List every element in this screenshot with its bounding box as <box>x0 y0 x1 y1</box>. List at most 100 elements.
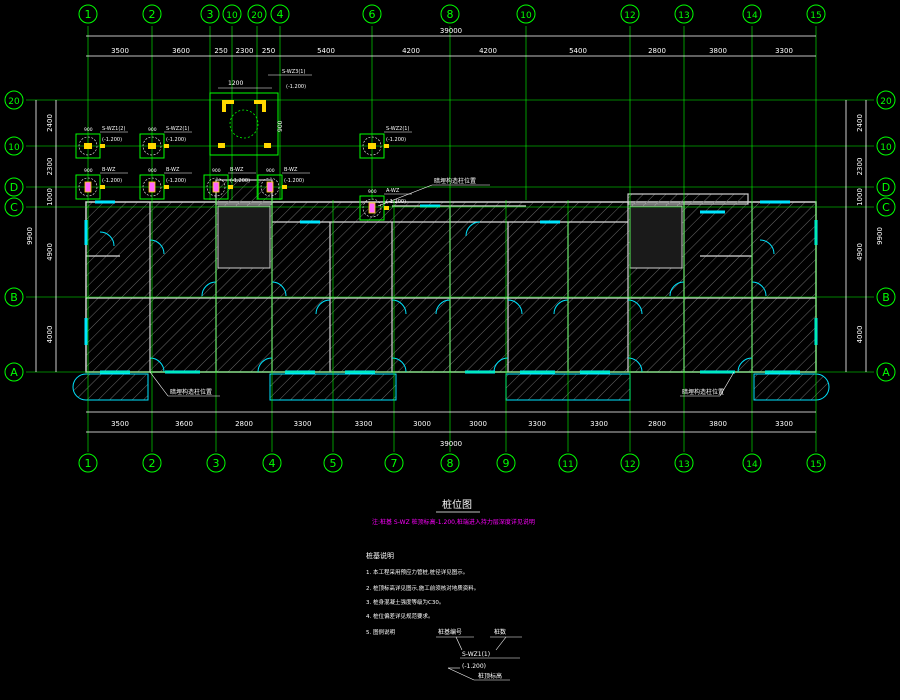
top-dim-7: 4200 <box>479 47 497 55</box>
axis-bubble-top-9-circle <box>620 4 640 24</box>
axis-bubble-top-5-label: 4 <box>277 8 284 21</box>
callout-bottom-right: 暗埋构造柱位置 <box>682 388 724 396</box>
axis-bubble-bottom-0-label: 1 <box>85 457 92 470</box>
axis-bubble-bottom-4-circle <box>323 453 343 473</box>
axis-bubble-top-0-label: 1 <box>85 8 92 21</box>
footing-size-6: 900 <box>212 168 221 174</box>
axis-bubble-bottom-6-label: 8 <box>447 457 454 470</box>
footing-elev-extra: (-1.200) <box>386 137 406 143</box>
note-5: 5. 图例说明 <box>366 628 395 636</box>
elevator-pit: 1200 900 <box>209 80 284 156</box>
axis-bubble-top-12-circle <box>806 4 826 24</box>
bottom-dim-1: 3600 <box>175 420 193 428</box>
axis-bubble-top-11-label: 14 <box>746 11 758 21</box>
bottom-dim-3: 3300 <box>294 420 312 428</box>
bottom-total-dim: 39000 <box>440 440 462 448</box>
footing-core-extra <box>368 143 376 149</box>
footing-size-4: 900 <box>84 168 93 174</box>
footing-circle-1 <box>142 136 162 156</box>
pit-dim: 900 <box>277 120 284 132</box>
footing-core-8 <box>368 202 376 214</box>
footing-elev-4: (-1.200) <box>102 178 122 184</box>
axis-bubble-right-3-label: C <box>882 201 890 214</box>
legend-label-2: 桩数 <box>494 628 506 636</box>
left-dim-3: 4900 <box>46 243 54 261</box>
footing-code-2: S-WZ3(1) <box>282 69 305 75</box>
axis-bubble-right-0-circle <box>876 90 896 110</box>
left-dim-1: 2300 <box>46 158 54 176</box>
axis-bubble-right-4-label: B <box>882 291 890 304</box>
left-dim-4: 4000 <box>46 326 54 344</box>
legend: 桩基编号 桩数 S-WZ1(1) (-1.200) 桩顶标高 <box>436 628 522 681</box>
footing-tag-8 <box>384 206 389 210</box>
footing-elev-0: (-1.200) <box>102 137 122 143</box>
footing-circle-0 <box>78 136 98 156</box>
top-total-dim: 39000 <box>440 27 462 35</box>
footing-size-7: 900 <box>266 168 275 174</box>
axis-bubble-left-2-circle <box>4 177 24 197</box>
footing-elev-2: (-1.200) <box>286 84 306 90</box>
footing-circle-5 <box>142 177 162 197</box>
footing-tag-6 <box>228 185 233 189</box>
axis-bubble-top-1-circle <box>142 4 162 24</box>
axis-bubble-top-10-label: 13 <box>678 11 689 21</box>
right-dim-2: 1000 <box>856 188 864 206</box>
legend-label-1: 桩基编号 <box>438 628 462 636</box>
axis-bubble-top-1-label: 2 <box>149 8 156 21</box>
top-dim-4: 250 <box>262 47 275 55</box>
top-dim-9: 2800 <box>648 47 666 55</box>
axis-bubble-left-4-circle <box>4 287 24 307</box>
top-dim-10: 3800 <box>709 47 727 55</box>
footing-elev-7: (-1.200) <box>284 178 304 184</box>
footing-core-6 <box>212 181 220 193</box>
right-dim-4: 4000 <box>856 326 864 344</box>
footing-code-4: B-WZ <box>102 167 116 173</box>
axis-bubble-bottom-9-circle <box>620 453 640 473</box>
axis-bubble-left-0-label: 20 <box>8 97 20 107</box>
axis-bubble-bottom-5-circle <box>384 453 404 473</box>
left-total-dim: 9900 <box>26 227 34 245</box>
axis-bubble-top-2-circle <box>200 4 220 24</box>
notes-title: 桩基说明 <box>366 551 394 560</box>
top-dim-5: 5400 <box>317 47 335 55</box>
left-dim-2: 1000 <box>46 188 54 206</box>
axis-bubble-bottom-5-label: 7 <box>391 457 398 470</box>
footing-tag-1 <box>164 144 169 148</box>
axis-bubble-left-0-circle <box>4 90 24 110</box>
bottom-dim-7: 3300 <box>528 420 546 428</box>
axis-bubble-bottom-10-circle <box>674 453 694 473</box>
bottom-dim-11: 3300 <box>775 420 793 428</box>
note-3: 3. 桩身混凝土强度等级为C30。 <box>366 598 444 606</box>
axis-bubble-bottom-8-circle <box>558 453 578 473</box>
axis-bubble-bottom-3-label: 4 <box>269 457 276 470</box>
footing-tag-4 <box>100 185 105 189</box>
top-dim-3: 2300 <box>236 47 254 55</box>
axis-bubble-top-10-circle <box>674 4 694 24</box>
title-block: 桩位图 注:桩基 S-WZ 桩顶标高-1.200,桩端进入持力层深度详见说明 桩… <box>366 498 535 636</box>
legend-label-3: 桩顶标高 <box>478 672 502 680</box>
pit-label: 1200 <box>228 80 243 87</box>
axis-bubble-bottom-12-label: 15 <box>810 460 821 470</box>
footing-tag-0 <box>100 144 105 148</box>
axis-bubble-bottom-11-label: 14 <box>746 460 758 470</box>
axis-bubble-bottom-10-label: 13 <box>678 460 689 470</box>
bottom-dim-9: 2800 <box>648 420 666 428</box>
axis-bubble-left-2-label: D <box>10 181 18 194</box>
axis-bubble-right-2-circle <box>876 177 896 197</box>
bottom-dim-2: 2800 <box>235 420 253 428</box>
footing-code-8: A-WZ <box>386 188 400 194</box>
footing-code-7: B-WZ <box>284 167 298 173</box>
bottom-dim-0: 3500 <box>111 420 129 428</box>
axis-bubble-top-0-circle <box>78 4 98 24</box>
axis-bubble-left-5-circle <box>4 362 24 382</box>
top-dim-11: 3300 <box>775 47 793 55</box>
bottom-dim-6: 3000 <box>469 420 487 428</box>
bottom-dim-4: 3300 <box>355 420 373 428</box>
axis-bubble-top-7-label: 8 <box>447 8 454 21</box>
bottom-dim-10: 3800 <box>709 420 727 428</box>
vertical-axis-lines <box>87 26 817 452</box>
axis-bubble-top-6-circle <box>362 4 382 24</box>
